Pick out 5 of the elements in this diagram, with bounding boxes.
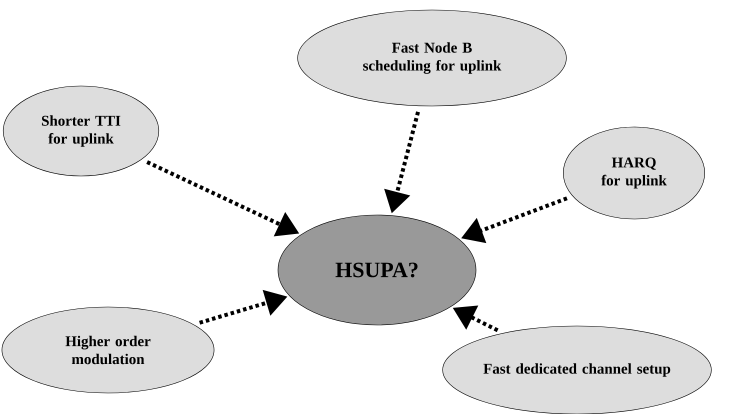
ellipse-node: Shorter TTI for uplink	[2, 86, 160, 176]
ellipse-node: HSUPA?	[278, 214, 476, 326]
ellipse-node: Fast Node B scheduling for uplink	[297, 10, 567, 106]
ellipse-node: Higher order modulation	[2, 306, 214, 394]
ellipse-node: HARQ for uplink	[563, 126, 706, 220]
